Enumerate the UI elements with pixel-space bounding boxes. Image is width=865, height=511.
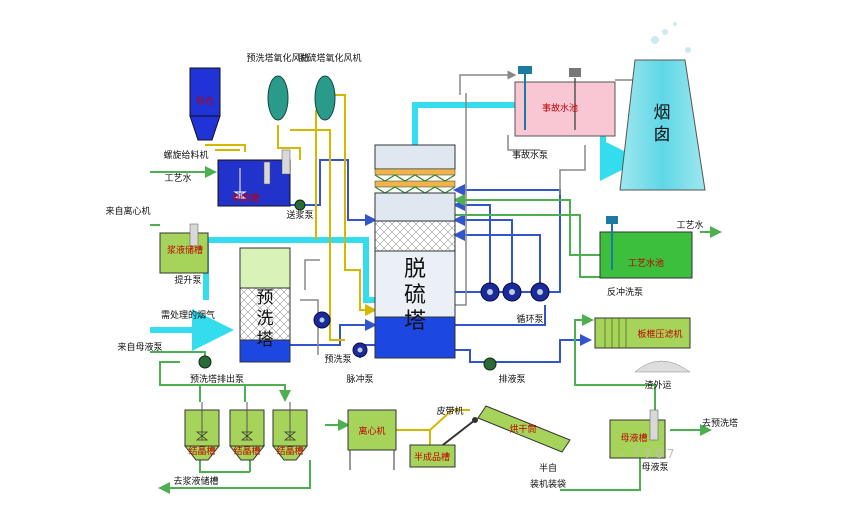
dryer: 烘干筒: [477, 405, 571, 453]
process-water-top-label: 工艺水: [164, 172, 191, 184]
slurry-tank: 制浆罐 螺旋给料机 工艺水 送浆泵: [163, 149, 313, 221]
chimney: 烟 囱: [619, 22, 706, 191]
crystal-tank-1: 结晶槽: [183, 402, 221, 461]
prewash-discharge-pump-icon: [198, 355, 212, 369]
dryer-label: 烘干筒: [509, 423, 536, 435]
desulf-tower: 脱 硫 塔 脉冲泵 循环泵 排液泵: [346, 144, 544, 385]
accident-pump-label: 事故水泵: [512, 149, 548, 161]
slurry-pump-label: 送浆泵: [286, 209, 313, 221]
slurry-tank-label: 制浆罐: [232, 192, 259, 204]
filter-press-label: 板框压滤机: [637, 328, 682, 340]
process-water-right-label: 工艺水: [676, 219, 703, 231]
watermark: - 「 7 0 7: [620, 447, 675, 461]
prewash-tower-label-3: 塔: [257, 330, 274, 350]
circulation-pump-2-icon: [502, 282, 522, 302]
prewash-tower: 预 洗 塔 需处理的烟气 预洗泵 来自母液泵 预洗塔排出泵: [117, 247, 352, 385]
mother-tank-label: 母液槽: [620, 432, 647, 444]
prewash-tower-label-2: 洗: [257, 309, 274, 329]
pulse-pump-label: 脉冲泵: [346, 373, 373, 385]
mother-tank: 母液槽 母液泵 去预洗塔: [609, 409, 738, 473]
belt-conveyor: 皮带机: [427, 405, 478, 458]
backwash-pump-label: 反冲洗泵: [607, 286, 643, 298]
prewash-discharge-label: 预洗塔排出泵: [190, 373, 244, 385]
prewash-tower-label-1: 预: [257, 288, 274, 308]
prewash-fan: 预洗塔氧化风机: [246, 52, 310, 121]
chimney-label-1: 烟: [654, 103, 671, 123]
prewash-pump-icon: [313, 311, 331, 329]
prewash-fan-label: 预洗塔氧化风机: [246, 52, 309, 64]
centrifuge: 离心机: [347, 409, 397, 470]
crystal-tank-3-label: 结晶槽: [276, 445, 303, 457]
packing-label-2: 装机装袋: [530, 478, 566, 490]
hopper-label: 料仓: [196, 95, 214, 107]
flue-gas-in-label: 需处理的烟气: [161, 309, 215, 321]
slurry-pump-icon: [294, 199, 306, 211]
lift-pump-label: 提升泵: [174, 275, 201, 286]
feeder-label: 螺旋给料机: [163, 149, 208, 161]
residue-out-label: 渣外运: [644, 379, 671, 391]
desulf-tower-label-2: 硫: [404, 283, 426, 308]
accident-tank: 事故水池 事故水泵: [512, 66, 616, 161]
hopper: 料仓: [189, 67, 221, 141]
desulf-fan-label: 脱硫塔氧化风机: [298, 52, 361, 64]
circulation-pump-3-icon: [530, 282, 550, 302]
process-water-tank-label: 工艺水池: [628, 257, 664, 269]
discharge-pump-label: 排液泵: [498, 373, 525, 385]
crystal-tank-2: 结晶槽: [228, 402, 266, 461]
accident-tank-label: 事故水池: [542, 102, 578, 114]
filter-press: 板框压滤机 渣外运: [594, 317, 691, 391]
process-water-tank: 工艺水池 工艺水 反冲洗泵: [599, 216, 704, 298]
discharge-pump-icon: [483, 357, 497, 371]
crystal-tank-1-label: 结晶槽: [188, 445, 215, 457]
to-prewash-label: 去预洗塔: [702, 417, 738, 429]
circulation-pump-label: 循环泵: [516, 313, 543, 325]
from-mother-liquor-label: 来自母液泵: [117, 341, 162, 353]
mother-pump-label: 母液泵: [641, 461, 668, 473]
prewash-pump-label: 预洗泵: [324, 353, 351, 365]
water-lines: [150, 166, 722, 494]
desulf-fan: 脱硫塔氧化风机: [298, 52, 362, 121]
desulf-tower-label-3: 塔: [404, 309, 426, 334]
slurry-storage-label: 浆液储槽: [167, 244, 203, 256]
to-slurry-storage-label: 去浆液储槽: [173, 475, 218, 487]
chimney-label-2: 囱: [654, 125, 671, 145]
semi-product-tank-label: 半成品槽: [414, 451, 450, 463]
packing-label-1: 半自: [539, 462, 557, 474]
pulse-pump-icon: [352, 342, 368, 358]
crystal-tank-3: 结晶槽: [271, 402, 309, 461]
centrifuge-label: 离心机: [358, 425, 385, 437]
desulf-tower-label-1: 脱: [404, 257, 426, 282]
belt-conveyor-label: 皮带机: [436, 405, 463, 417]
pumps: [198, 199, 550, 371]
from-centrifuge-label: 来自离心机: [105, 205, 150, 217]
semi-product-tank: 半成品槽 半自 装机装袋: [409, 444, 566, 490]
crystal-tanks: 结晶槽 结晶槽 结晶槽 去浆液储槽: [173, 402, 309, 487]
circulation-pump-1-icon: [480, 282, 500, 302]
crystal-tank-2-label: 结晶槽: [233, 445, 260, 457]
slurry-storage-tank: 浆液储槽 来自离心机 提升泵: [105, 205, 209, 286]
